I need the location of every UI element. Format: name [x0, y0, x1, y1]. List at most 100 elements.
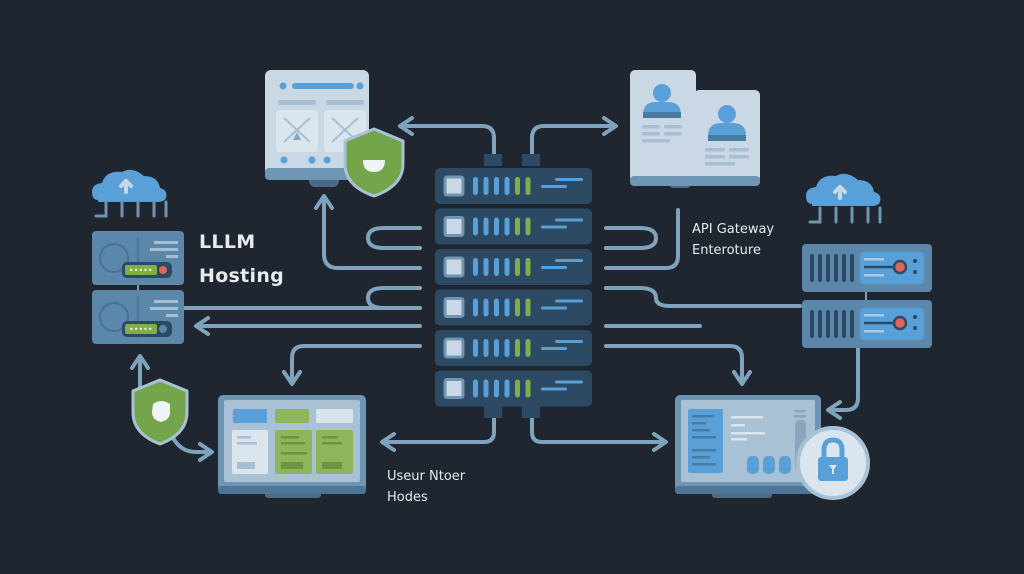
rack-unit[interactable] — [435, 289, 592, 326]
hosting-server-unit[interactable]: ••••• — [92, 290, 184, 344]
connector-loop-right-1 — [604, 226, 658, 250]
status-light — [504, 258, 510, 276]
web-dashboard[interactable] — [265, 70, 369, 187]
status-light — [473, 258, 478, 276]
connector-rack-to-user-nodes — [380, 416, 496, 452]
status-light — [473, 298, 478, 317]
activity-bar — [555, 380, 583, 384]
api-gateway-label-line1: API Gateway — [692, 222, 775, 237]
gateway-servers[interactable] — [802, 244, 932, 348]
activity-bar — [555, 178, 583, 181]
user-avatar-icon — [708, 105, 746, 141]
user-nodes-label-line1: Useur Ntoer — [387, 469, 466, 484]
activity-bar — [555, 218, 583, 222]
llm-hosting-label: LLLM Hosting — [199, 225, 284, 293]
shield-icon — [343, 127, 405, 198]
api-gateway-label: API Gateway Enteroture — [692, 219, 774, 261]
status-light — [515, 339, 520, 357]
gateway-server-unit[interactable] — [802, 300, 932, 348]
status-light — [515, 217, 520, 236]
activity-bar — [541, 347, 567, 350]
connector-rack-to-dashboard — [398, 116, 496, 158]
connector-rack-to-profiles — [530, 116, 618, 158]
rack-unit[interactable] — [435, 249, 592, 285]
status-light — [525, 177, 531, 195]
status-light — [483, 298, 489, 317]
drive-bay-icon — [443, 175, 465, 197]
llm-hosting-servers[interactable]: ••••• ••••• — [92, 231, 184, 344]
svg-text:•••••: ••••• — [129, 325, 153, 334]
activity-bar — [541, 225, 567, 229]
user-profiles[interactable] — [630, 70, 760, 188]
status-light — [483, 339, 489, 357]
status-light — [504, 217, 510, 236]
activity-bar — [541, 185, 567, 188]
svg-text:•••••: ••••• — [129, 266, 153, 275]
user-avatar-icon — [643, 84, 681, 118]
status-light — [515, 258, 520, 276]
status-light — [525, 217, 531, 236]
gateway-server-unit[interactable] — [802, 244, 932, 292]
hosting-server-unit[interactable]: ••••• — [92, 231, 184, 285]
user-nodes-label-line2: Hodes — [387, 490, 428, 505]
status-light — [515, 379, 520, 398]
activity-bar — [541, 306, 567, 310]
status-light — [504, 177, 510, 195]
drive-bay-icon — [443, 297, 465, 318]
connector-rack-to-user-monitor — [282, 344, 422, 386]
cloud-upload-icon — [92, 169, 168, 218]
rack-unit[interactable] — [435, 330, 592, 366]
status-light — [504, 298, 510, 317]
connector-loop-left-1 — [366, 226, 422, 250]
status-light — [515, 177, 520, 195]
status-light — [504, 379, 510, 398]
status-light — [494, 258, 499, 276]
connector-rack-to-secure-monitor — [604, 344, 752, 386]
status-light — [504, 339, 510, 357]
connector-loop-right-2 — [604, 286, 802, 308]
connectors — [130, 116, 867, 462]
user-nodes-label: Useur Ntoer Hodes — [387, 466, 465, 508]
cloud-upload-icon — [806, 173, 882, 224]
connector-gateway-drop — [604, 208, 680, 270]
lock-icon — [796, 426, 870, 500]
status-light — [494, 298, 499, 317]
connector-rack-to-secure-bottom — [530, 416, 668, 452]
status-light — [494, 177, 499, 195]
connector-shield-to-monitor — [170, 434, 214, 462]
rack-unit[interactable] — [435, 208, 592, 245]
activity-bar — [555, 299, 583, 303]
rack-unit[interactable] — [435, 370, 592, 407]
status-light — [473, 339, 478, 357]
status-light — [483, 217, 489, 236]
status-light — [525, 379, 531, 398]
status-light — [494, 379, 499, 398]
status-light — [525, 298, 531, 317]
status-light — [483, 177, 489, 195]
shield-icon — [131, 378, 189, 446]
central-server-rack[interactable] — [435, 154, 592, 418]
activity-bar — [541, 266, 567, 269]
drive-bay-icon — [443, 378, 465, 399]
status-light — [473, 177, 478, 195]
status-light — [515, 298, 520, 317]
status-light — [483, 379, 489, 398]
status-light — [473, 217, 478, 236]
connector-dashboard-feed — [314, 194, 422, 270]
drive-bay-icon — [443, 337, 465, 359]
secure-monitor[interactable] — [675, 395, 821, 498]
status-light — [525, 339, 531, 357]
activity-bar — [555, 259, 583, 262]
user-monitor[interactable] — [218, 395, 366, 498]
drive-bay-icon — [443, 216, 465, 237]
llm-hosting-label-line1: LLLM — [199, 231, 256, 253]
status-light — [494, 217, 499, 236]
llm-hosting-label-line2: Hosting — [199, 265, 285, 287]
drive-bay-icon — [443, 256, 465, 278]
status-light — [473, 379, 478, 398]
api-gateway-label-line2: Enteroture — [692, 243, 761, 258]
activity-bar — [541, 387, 567, 391]
rack-unit[interactable] — [435, 168, 592, 204]
activity-bar — [555, 340, 583, 343]
